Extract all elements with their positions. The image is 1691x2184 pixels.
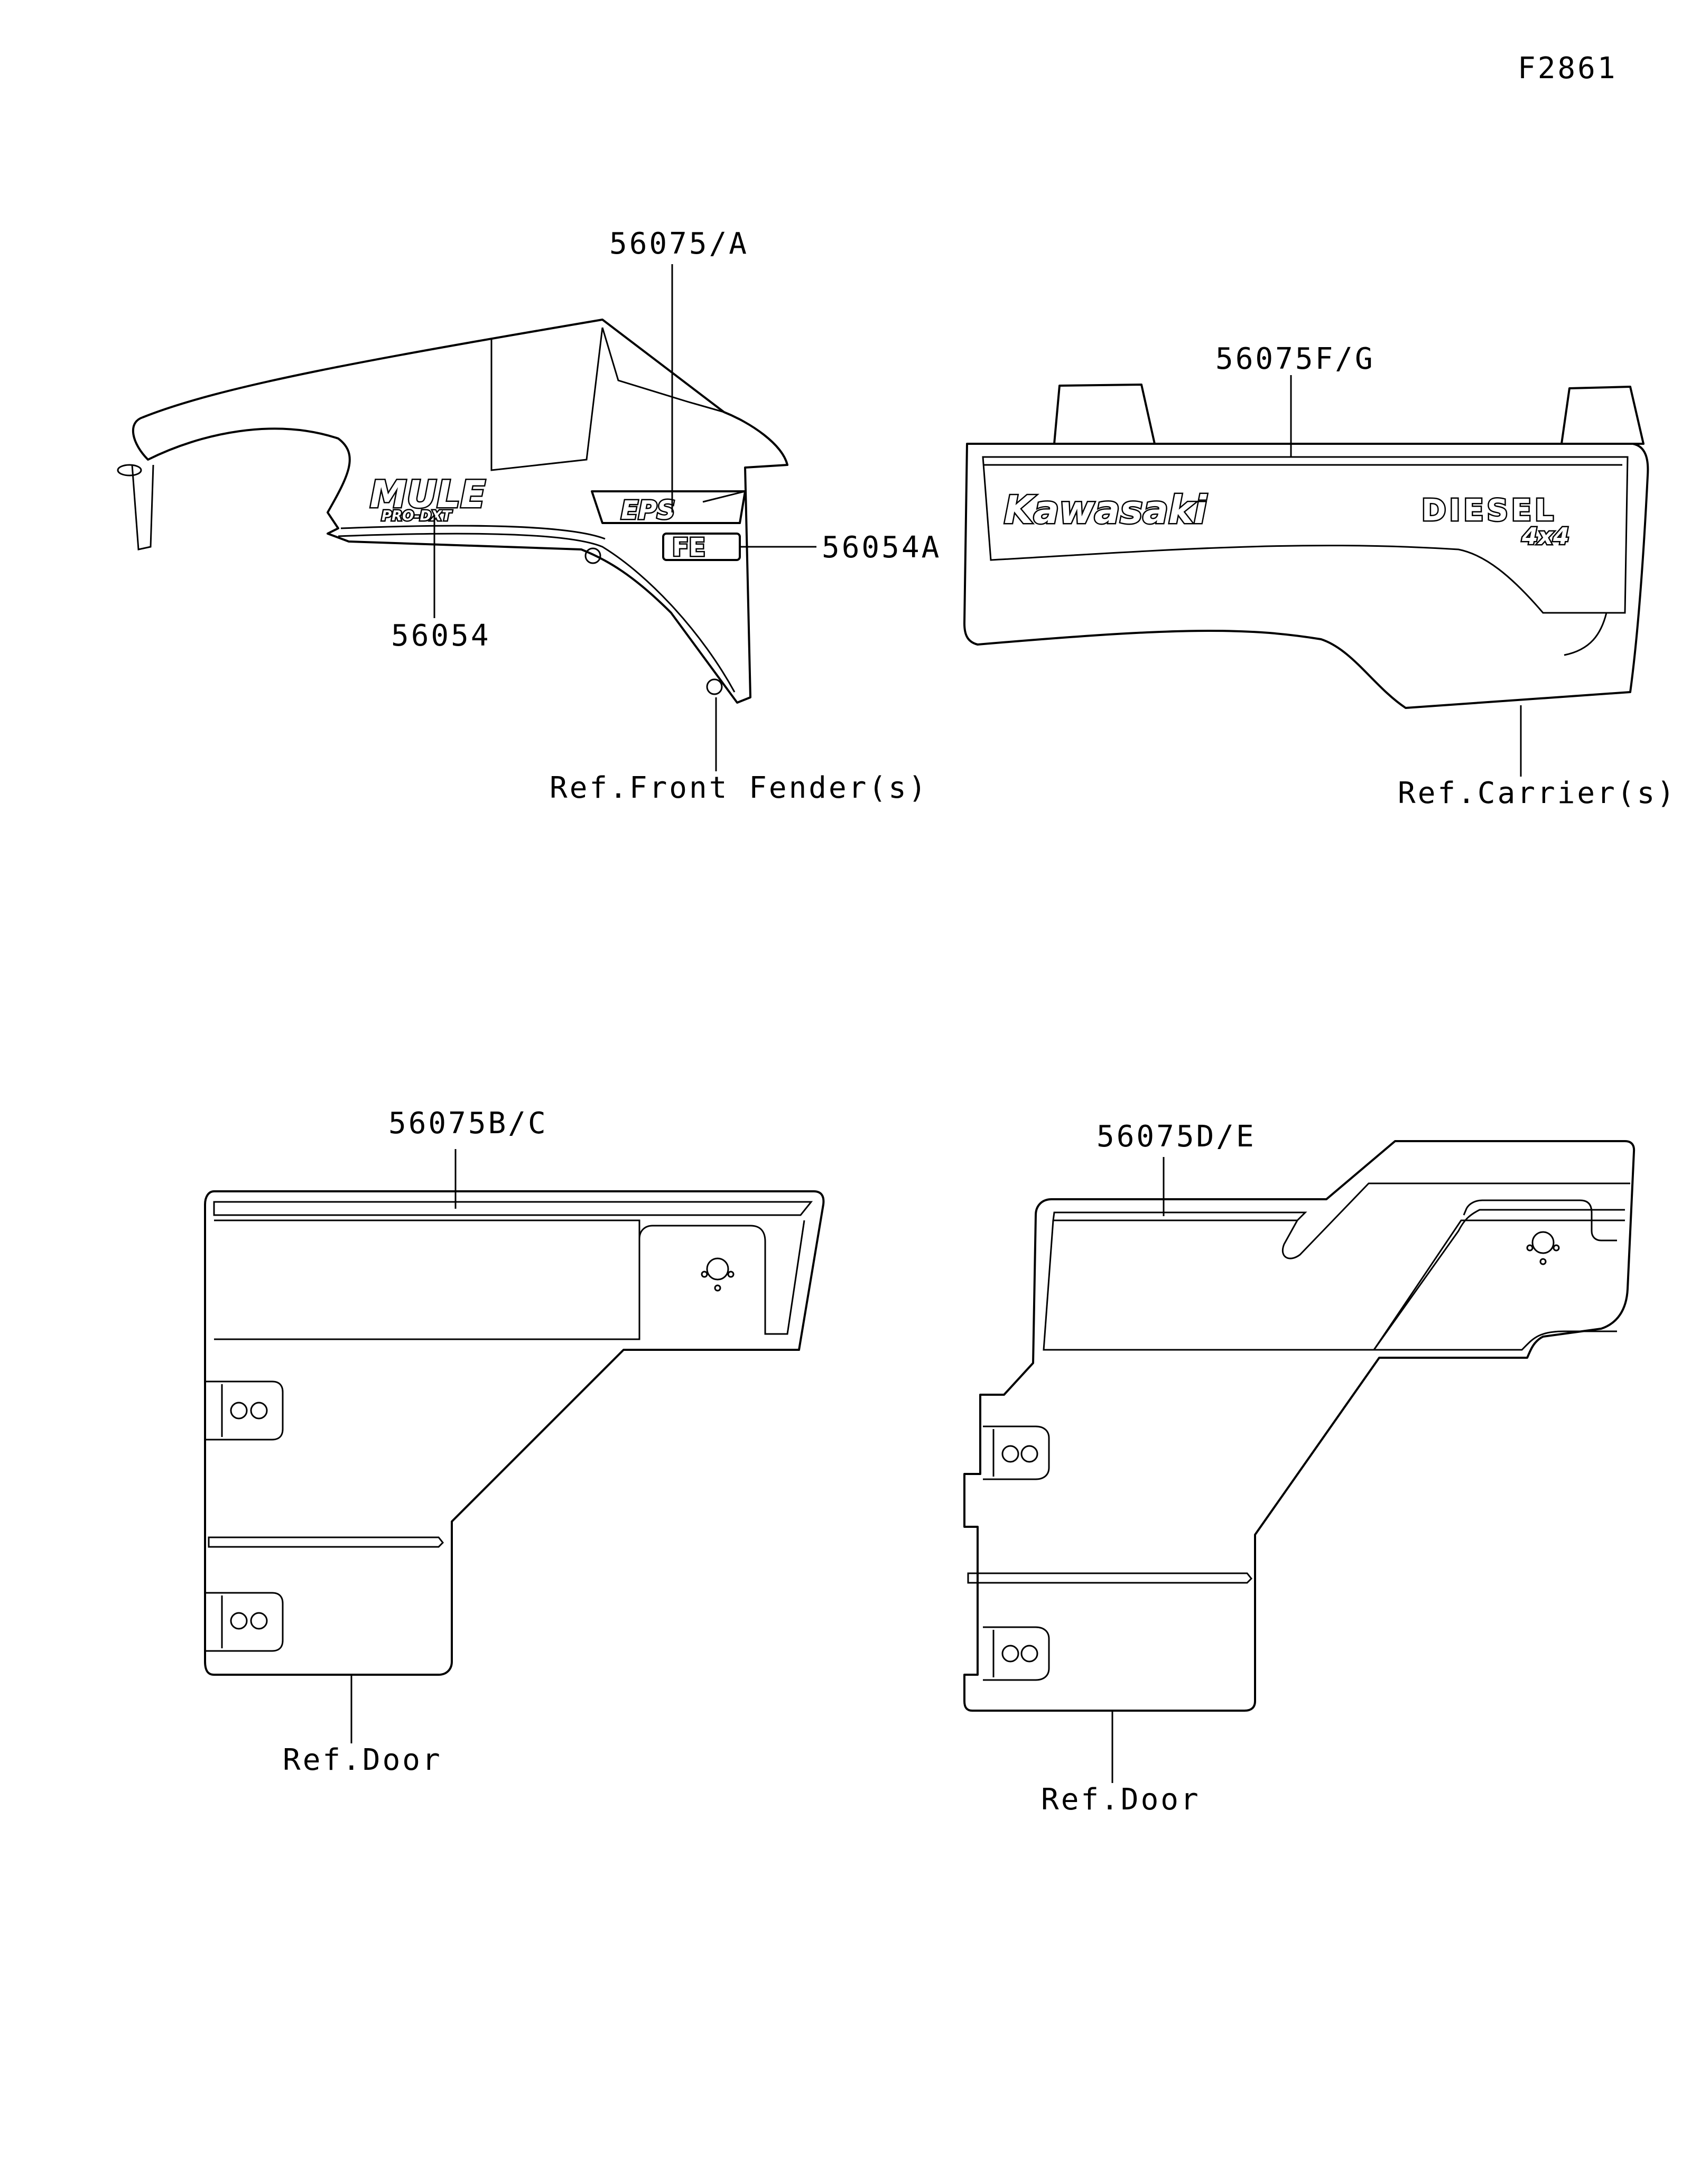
callout-56054a: 56054A — [822, 530, 941, 565]
mule-logo-subtext: PRO-DXT — [382, 508, 452, 524]
callout-56054: 56054 — [391, 619, 491, 653]
callout-ref-door-right: Ref.Door — [1041, 1782, 1201, 1817]
left-door-body — [204, 1190, 825, 1676]
figure-code: F2861 — [1518, 51, 1618, 86]
eps-decal: EPS — [591, 490, 746, 527]
callout-56075-a: 56075/A — [609, 227, 749, 261]
left-door — [204, 1190, 825, 1676]
front-fender — [117, 319, 788, 704]
fourbyfour-logo-text: 4x4 — [1521, 523, 1569, 550]
kawasaki-logo-text: Kawasaki — [1004, 488, 1207, 532]
callout-ref-front-fender: Ref.Front Fender(s) — [550, 771, 928, 805]
callout-ref-carrier: Ref.Carrier(s) — [1398, 776, 1677, 810]
mule-logo-text: MULE — [370, 473, 486, 516]
fe-badge-text: FE — [672, 533, 705, 562]
front-fender-body — [132, 319, 788, 704]
callout-56075-bc: 56075B/C — [388, 1106, 548, 1141]
diesel-logo-text: DIESEL — [1421, 493, 1557, 528]
callout-56075-fg: 56075F/G — [1215, 342, 1375, 376]
callout-ref-door-left: Ref.Door — [283, 1743, 442, 1777]
right-door-body — [963, 1140, 1636, 1712]
callout-56075-de: 56075D/E — [1097, 1119, 1256, 1154]
fe-badge: FE — [662, 532, 741, 563]
right-door — [963, 1140, 1636, 1712]
mule-logo-decal: MULE PRO-DXT — [369, 472, 487, 526]
carrier — [963, 384, 1649, 709]
carrier-body — [963, 443, 1649, 709]
eps-logo-text: EPS — [621, 496, 675, 525]
